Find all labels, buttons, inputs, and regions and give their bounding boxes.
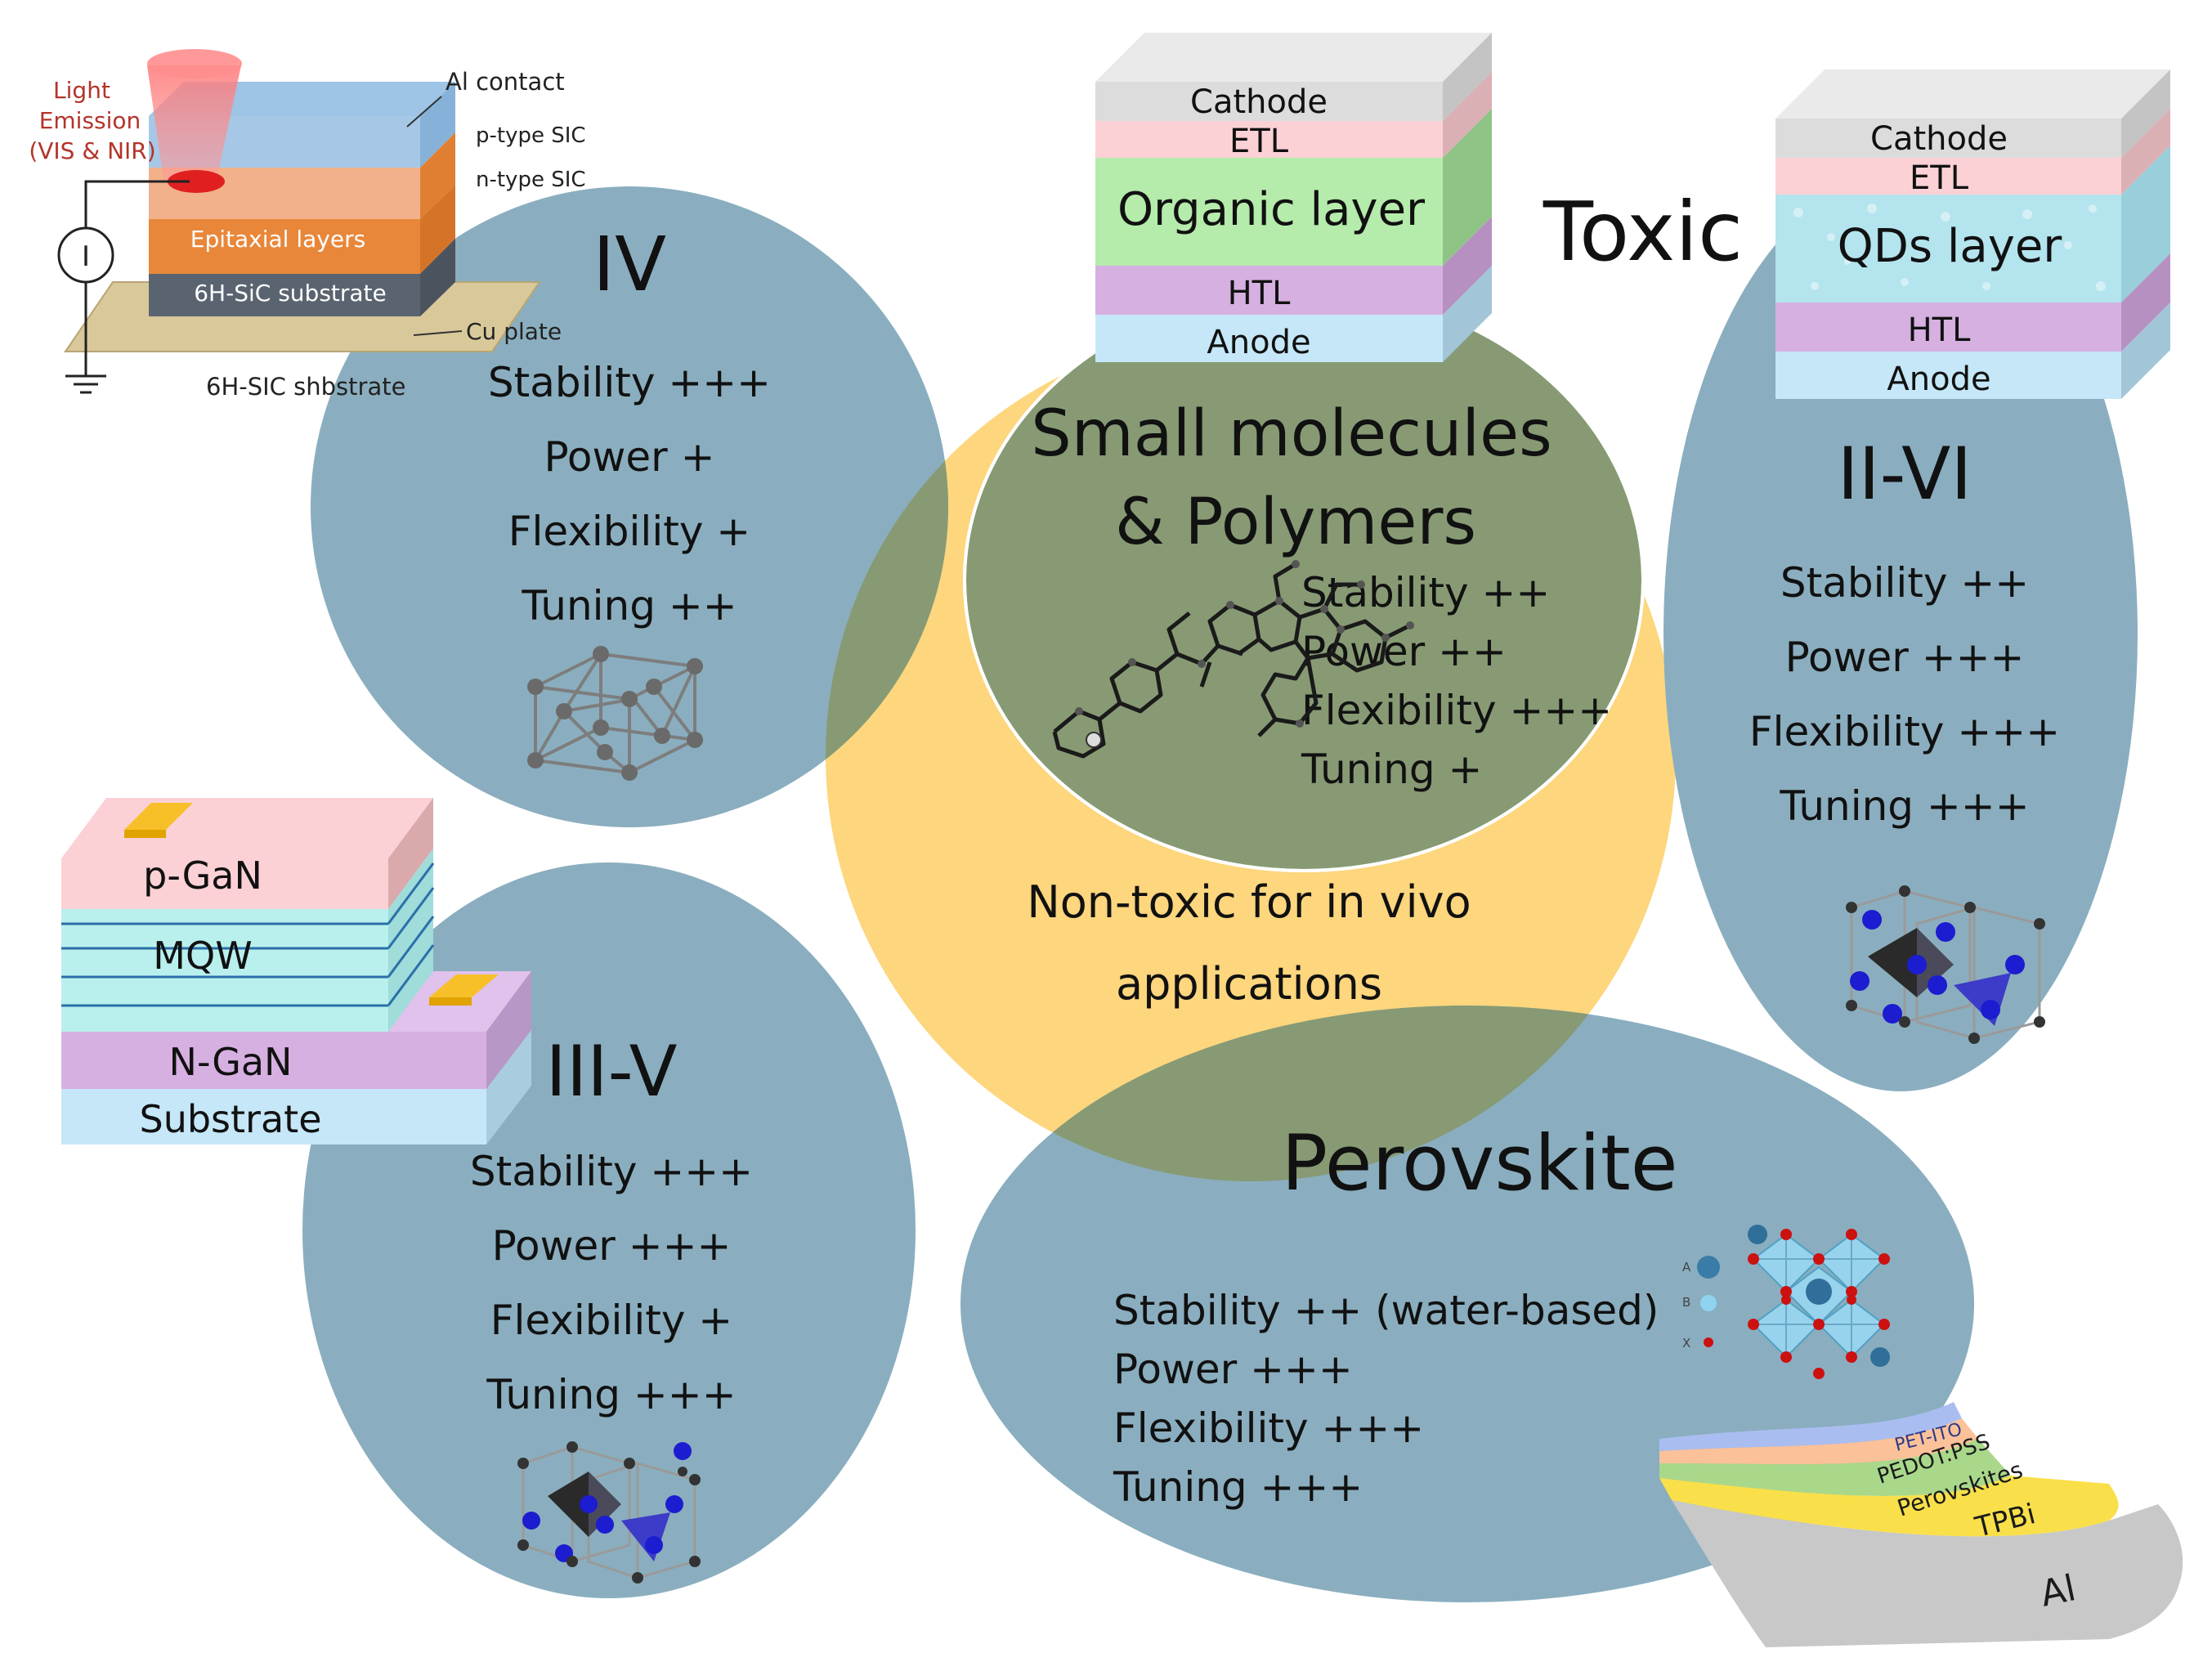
ii-vi-cathode-label: Cathode xyxy=(1870,120,2008,158)
perovskite-legend-b: B xyxy=(1682,1295,1690,1310)
organic-anode-label: Anode xyxy=(1207,324,1310,361)
iv-n-type-label: n-type SIC xyxy=(476,168,586,192)
iv-device: I Light Emission (VIS & NIR) Al contact … xyxy=(29,49,586,401)
iv-power: Power + xyxy=(544,433,715,481)
iii-v-device: p-GaN MQW N-GaN Substrate xyxy=(61,798,531,1145)
ii-vi-power: Power +++ xyxy=(1785,634,2025,681)
iii-v-mqw-label: MQW xyxy=(153,934,252,978)
iv-light-label-2: Emission xyxy=(39,107,141,134)
ii-vi-crystal-structure xyxy=(1846,885,2045,1044)
toxic-label: Toxic xyxy=(1543,184,1743,280)
perovskite-power: Power +++ xyxy=(1113,1346,1353,1393)
iii-v-title: III-V xyxy=(546,1031,678,1113)
organic-cathode-label: Cathode xyxy=(1190,83,1328,121)
iv-caption: 6H-SIC shbstrate xyxy=(206,373,405,401)
iv-title: IV xyxy=(593,221,666,308)
perovskite-legend-x: X xyxy=(1682,1336,1690,1351)
iii-v-substrate-label: Substrate xyxy=(140,1097,322,1141)
ii-vi-title: II-VI xyxy=(1838,432,1972,516)
iv-light-label-1: Light xyxy=(53,77,110,104)
iv-crystal-atoms xyxy=(527,646,703,781)
perovskite-crystal-legend: A B X xyxy=(1682,1256,1720,1351)
perovskite-title: Perovskite xyxy=(1281,1119,1677,1208)
iii-v-power: Power +++ xyxy=(492,1222,732,1270)
iv-substrate-label: 6H-SiC substrate xyxy=(194,280,387,307)
iv-stability: Stability +++ xyxy=(488,359,771,406)
perovskite-flexibility: Flexibility +++ xyxy=(1113,1404,1424,1452)
organic-active-label: Organic layer xyxy=(1117,183,1426,236)
iii-v-crystal-structure xyxy=(517,1441,701,1584)
iii-v-p-gan-label: p-GaN xyxy=(143,853,262,898)
perovskite-properties: Stability ++ (water-based) Power +++ Fle… xyxy=(1113,1287,1659,1511)
perovskite-legend-a: A xyxy=(1682,1260,1691,1275)
iv-epitaxial-label: Epitaxial layers xyxy=(190,226,365,253)
perovskite-tuning: Tuning +++ xyxy=(1113,1463,1363,1511)
perovskite-al-label: Al xyxy=(2037,1567,2080,1615)
ii-vi-htl-label: HTL xyxy=(1908,311,1972,349)
non-toxic-line2: applications xyxy=(1116,958,1382,1010)
ii-vi-device: Cathode ETL QDs layer HTL Anode xyxy=(1775,69,2170,399)
organic-title-line1: Small molecules xyxy=(1031,397,1552,471)
organic-etl-label: ETL xyxy=(1229,123,1289,160)
iv-light-label-3: (VIS & NIR) xyxy=(29,137,155,164)
iv-al-contact-label: Al contact xyxy=(446,68,565,96)
organic-properties: Stability ++ Power ++ Flexibility +++ Tu… xyxy=(1301,569,1612,793)
iv-meter-label: I xyxy=(82,240,90,273)
ii-vi-properties: Stability ++ Power +++ Flexibility +++ T… xyxy=(1749,559,2060,830)
ii-vi-active-label: QDs layer xyxy=(1838,220,2063,273)
iii-v-n-gan-label: N-GaN xyxy=(169,1040,293,1084)
organic-molecule-atoms xyxy=(1075,560,1414,728)
ii-vi-etl-label: ETL xyxy=(1910,159,1969,197)
ii-vi-stability: Stability ++ xyxy=(1780,559,2029,607)
iii-v-tuning: Tuning +++ xyxy=(486,1371,736,1418)
organic-flexibility: Flexibility +++ xyxy=(1301,687,1612,734)
iv-cu-plate-label: Cu plate xyxy=(466,318,562,345)
ii-vi-tuning: Tuning +++ xyxy=(1779,782,2029,830)
iv-p-type-label: p-type SIC xyxy=(476,123,586,148)
non-toxic-line1: Non-toxic for in vivo xyxy=(1027,876,1471,928)
organic-device: Cathode ETL Organic layer HTL Anode xyxy=(1095,33,1492,362)
iv-flexibility: Flexibility + xyxy=(508,508,750,555)
iv-tuning: Tuning ++ xyxy=(521,582,737,629)
iv-properties: Stability +++ Power + Flexibility + Tuni… xyxy=(488,359,771,629)
organic-molecule-heteroatom xyxy=(1086,732,1102,748)
iii-v-stability: Stability +++ xyxy=(470,1148,753,1195)
perovskite-crystal-structure xyxy=(1748,1225,1890,1379)
organic-tuning: Tuning + xyxy=(1301,746,1482,793)
ii-vi-circle xyxy=(1663,176,2138,1091)
organic-power: Power ++ xyxy=(1301,628,1507,675)
iii-v-flexibility: Flexibility + xyxy=(490,1297,732,1344)
organic-title-line2: & Polymers xyxy=(1115,486,1476,559)
ii-vi-flexibility: Flexibility +++ xyxy=(1749,708,2060,755)
ii-vi-anode-label: Anode xyxy=(1887,361,1990,398)
perovskite-overlap xyxy=(960,1006,1676,1181)
iii-v-properties: Stability +++ Power +++ Flexibility + Tu… xyxy=(470,1148,753,1418)
perovskite-device: PET-ITO PEDOT:PSS Perovskites TPBi Al xyxy=(1659,1402,2183,1647)
organic-htl-label: HTL xyxy=(1228,275,1292,312)
organic-stability: Stability ++ xyxy=(1301,569,1550,616)
perovskite-stability: Stability ++ (water-based) xyxy=(1113,1287,1659,1334)
